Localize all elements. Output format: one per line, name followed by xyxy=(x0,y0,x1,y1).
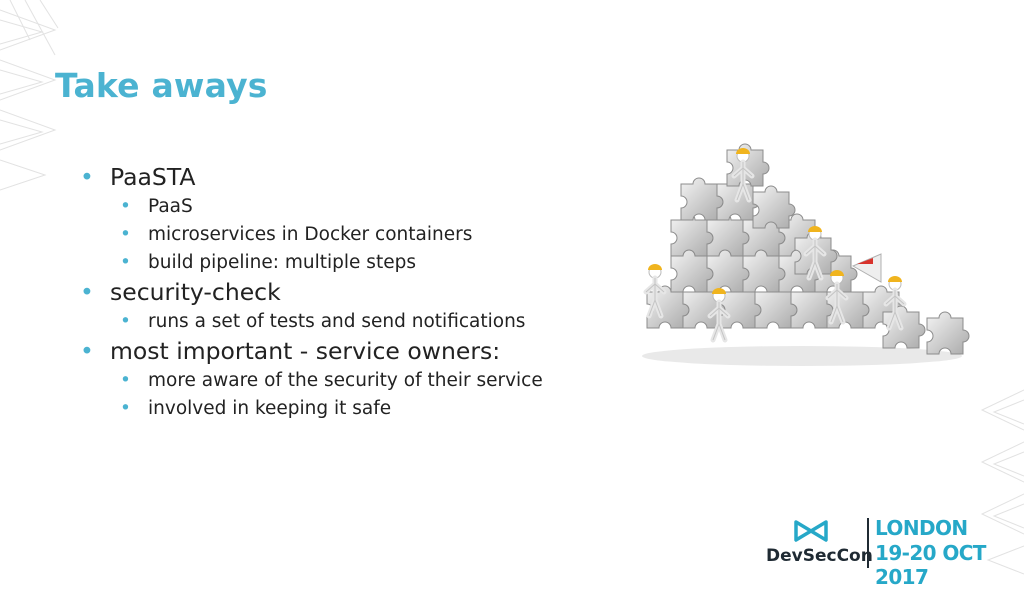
bullet-dot-icon: • xyxy=(120,196,131,217)
sub-bullet-item: • more aware of the security of their se… xyxy=(80,367,543,395)
bullet-dot-icon: • xyxy=(80,337,94,365)
bullet-item: • security-check xyxy=(80,277,543,308)
event-city: LONDON xyxy=(875,516,968,540)
sub-bullet-item: • involved in keeping it safe xyxy=(80,395,543,423)
bullet-dot-icon: • xyxy=(80,163,94,191)
bullet-dot-icon: • xyxy=(80,278,94,306)
sub-bullet-item: • microservices in Docker containers xyxy=(80,221,543,249)
bullet-text: PaaSTA xyxy=(110,163,196,191)
sub-bullet-text: more aware of the security of their serv… xyxy=(148,370,543,391)
sub-bullet-text: involved in keeping it safe xyxy=(148,398,392,419)
bullet-dot-icon: • xyxy=(120,224,131,245)
sub-bullet-item: • build pipeline: multiple steps xyxy=(80,249,543,277)
sub-bullet-text: microservices in Docker containers xyxy=(148,224,473,245)
bullet-dot-icon: • xyxy=(120,370,131,391)
bullet-item: • most important - service owners: xyxy=(80,336,543,367)
decorative-pattern-right xyxy=(980,389,1024,575)
bullet-dot-icon: • xyxy=(120,398,131,419)
sub-bullet-item: • runs a set of tests and send notificat… xyxy=(80,308,543,336)
decorative-pattern-left xyxy=(0,0,59,191)
bullet-item: • PaaSTA xyxy=(80,162,543,193)
bullet-text: security-check xyxy=(110,278,281,306)
puzzle-team-icon xyxy=(642,143,970,366)
devseccon-bowtie-icon xyxy=(794,520,828,542)
bullet-list: • PaaSTA • PaaS • microservices in Docke… xyxy=(80,162,543,423)
event-dates: 19-20 OCT 2017 xyxy=(875,541,986,589)
bullet-dot-icon: • xyxy=(120,252,131,273)
logo-divider xyxy=(867,518,869,568)
bullet-dot-icon: • xyxy=(120,311,131,332)
sub-bullet-text: PaaS xyxy=(148,196,193,217)
sub-bullet-text: build pipeline: multiple steps xyxy=(148,252,416,273)
logo-brand-name: DevSecCon xyxy=(766,546,873,566)
sub-bullet-text: runs a set of tests and send notificatio… xyxy=(148,311,526,332)
devseccon-logo: DevSecCon LONDON 19-20 OCT 2017 xyxy=(760,514,1010,589)
sub-bullet-item: • PaaS xyxy=(80,193,543,221)
bullet-text: most important - service owners: xyxy=(110,337,501,365)
slide-title: Take aways xyxy=(55,66,268,105)
